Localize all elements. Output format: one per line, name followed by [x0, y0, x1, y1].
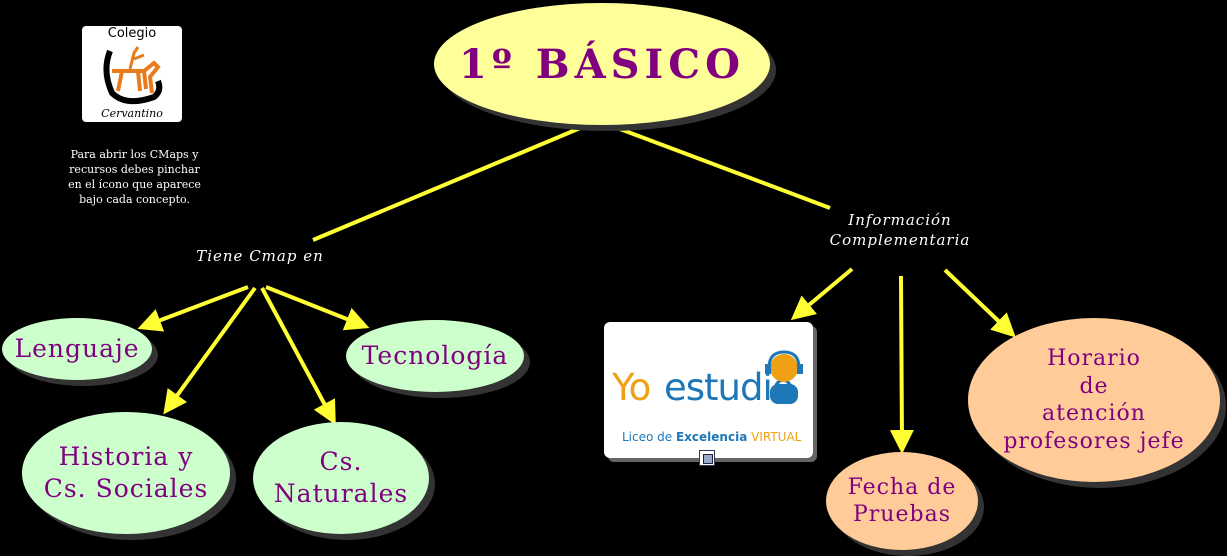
arrow-to-horario	[943, 268, 1016, 338]
horario-line4: profesores jefe	[1003, 428, 1185, 454]
linking-phrase-right-line1: Información	[848, 211, 952, 229]
arrow-to-yo-estudio	[790, 267, 854, 321]
fecha-line1: Fecha de	[847, 474, 957, 500]
subject-historia-line2: Cs. Sociales	[43, 474, 209, 503]
horse-rider-logo-icon	[103, 46, 163, 105]
school-logo[interactable]: Colegio Cervantino	[82, 26, 182, 122]
resource-horario[interactable]: Horario de atención profesores jefe	[968, 318, 1220, 482]
arrow-to-tecnologia	[265, 285, 370, 331]
title-text: 1º BÁSICO	[459, 40, 745, 88]
line-title-to-left	[312, 124, 586, 242]
cmap-icon[interactable]	[699, 450, 715, 466]
arrow-to-lenguaje	[137, 285, 249, 332]
subject-tecnologia[interactable]: Tecnología	[346, 320, 524, 392]
logo-bottom-text: Cervantino	[101, 107, 163, 120]
linking-phrase-right: Información Complementaria	[800, 210, 1000, 251]
arrow-to-fecha	[889, 275, 914, 454]
subject-tecnologia-label: Tecnología	[361, 340, 509, 370]
yo-estudio-subtitle-a: Liceo de	[622, 430, 676, 444]
subject-naturales[interactable]: Cs. Naturales	[253, 422, 429, 534]
title-node[interactable]: 1º BÁSICO	[434, 3, 770, 125]
headset-icon	[765, 350, 803, 404]
linking-phrase-left: Tiene Cmap en	[196, 247, 324, 265]
resource-fecha-pruebas[interactable]: Fecha de Pruebas	[826, 452, 978, 550]
yo-estudio-yo: Yo	[612, 366, 651, 409]
subject-historia[interactable]: Historia y Cs. Sociales	[22, 412, 230, 534]
linking-phrase-right-line2: Complementaria	[829, 231, 971, 250]
yo-estudio-subtitle-b: Excelencia	[675, 430, 748, 444]
yo-estudio-subtitle-c: VIRTUAL	[747, 430, 802, 444]
subject-lenguaje-label: Lenguaje	[14, 333, 140, 363]
subject-naturales-line2: Naturales	[273, 479, 409, 508]
horario-line1: Horario	[1047, 346, 1141, 371]
arrow-to-naturales	[260, 287, 336, 426]
line-title-to-right	[611, 124, 831, 210]
logo-top-text: Colegio	[107, 26, 157, 41]
instructions-note: Para abrir los CMaps y recursos debes pi…	[68, 148, 201, 206]
subject-lenguaje[interactable]: Lenguaje	[2, 318, 152, 380]
horario-line3: atención	[1042, 401, 1146, 426]
subject-historia-line1: Historia y	[58, 441, 194, 471]
fecha-line2: Pruebas	[852, 502, 951, 527]
arrow-to-historia	[163, 286, 257, 415]
yo-estudio-banner[interactable]: Yo estudio Liceo de Excelencia VIRTUAL	[604, 322, 813, 458]
subject-naturales-line1: Cs.	[319, 446, 363, 476]
horario-line2: de	[1079, 373, 1109, 399]
yo-estudio-subtitle: Liceo de Excelencia VIRTUAL	[622, 430, 801, 444]
